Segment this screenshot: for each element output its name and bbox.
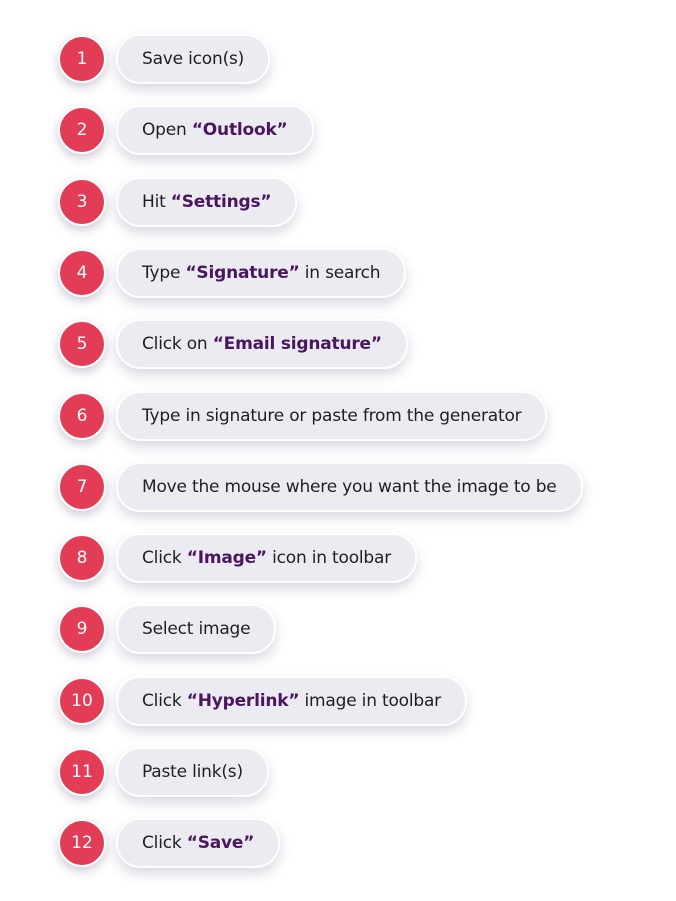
step-number-badge: 5 xyxy=(58,320,106,369)
step-text: Paste link(s) xyxy=(142,762,243,782)
step-label: Click “Hyperlink” image in toolbar xyxy=(116,675,467,726)
step-label: Click “Image” icon in toolbar xyxy=(116,533,418,584)
step-number-badge: 1 xyxy=(58,35,106,83)
step-label: Type “Signature” in search xyxy=(116,247,407,298)
step-highlight: “Settings” xyxy=(170,191,272,212)
step-label: Hit “Settings” xyxy=(116,176,298,227)
step-highlight: “Hyperlink” xyxy=(186,690,300,711)
step-number-badge: 2 xyxy=(58,106,106,155)
step-label: Move the mouse where you want the image … xyxy=(116,461,583,512)
step-highlight: “Save” xyxy=(186,833,255,854)
step-text: Open xyxy=(142,120,192,141)
step-highlight: “Image” xyxy=(186,548,267,569)
step-number-badge: 12 xyxy=(58,819,106,868)
step-highlight: “Email signature” xyxy=(212,334,382,355)
step-text: Type in signature or paste from the gene… xyxy=(142,405,522,426)
step-text: Click xyxy=(142,833,187,854)
step-label: Click on “Email signature” xyxy=(116,319,408,370)
step-text: Click on xyxy=(142,334,213,355)
step-text: Move the mouse where you want the image … xyxy=(142,476,557,497)
step-highlight: “Signature” xyxy=(185,262,300,283)
step-suffix: in search xyxy=(299,262,381,283)
step-number-badge: 4 xyxy=(58,248,106,297)
step-suffix: image in toolbar xyxy=(299,690,442,711)
step-text: Select image xyxy=(142,619,251,640)
step-text: Save icon(s) xyxy=(142,49,245,69)
step-label: Open “Outlook” xyxy=(116,105,314,156)
step-number-badge: 9 xyxy=(58,605,106,654)
step-label: Select image xyxy=(116,604,277,655)
step-number-badge: 6 xyxy=(58,391,106,440)
step-text: Type xyxy=(142,262,186,283)
step-number-badge: 10 xyxy=(58,676,106,725)
step-number-badge: 3 xyxy=(58,177,106,226)
step-text: Hit xyxy=(142,191,171,212)
step-text: Click xyxy=(142,548,187,569)
step-label: Paste link(s) xyxy=(116,747,269,797)
step-suffix: icon in toolbar xyxy=(266,548,392,569)
step-highlight: “Outlook” xyxy=(191,120,288,141)
step-label: Type in signature or paste from the gene… xyxy=(116,390,548,441)
step-text: Click xyxy=(142,690,187,711)
step-label: Click “Save” xyxy=(116,818,281,869)
step-number-badge: 7 xyxy=(58,462,106,511)
step-number-badge: 11 xyxy=(58,748,106,796)
step-label: Save icon(s) xyxy=(116,34,271,84)
step-number-badge: 8 xyxy=(58,534,106,583)
